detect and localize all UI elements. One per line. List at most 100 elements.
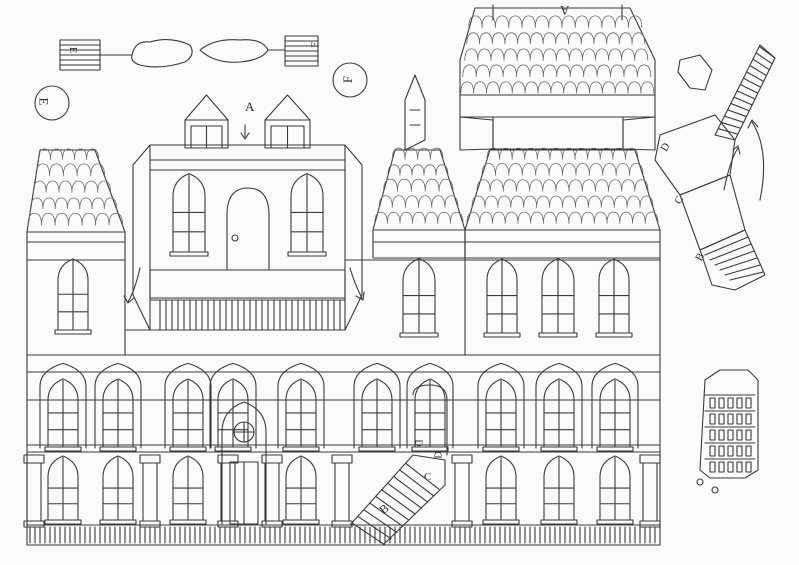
stair-step [393,476,428,503]
circle-e [34,85,70,121]
arched-window [486,258,518,334]
center-band [149,269,346,299]
label-stair-d2: D [433,451,445,459]
tower-band [26,231,126,243]
arched-window [285,378,317,448]
roof-shingles [35,163,105,177]
tower-band [372,241,466,259]
window-sill [399,332,439,338]
porch-column [26,462,42,522]
roof-shingles [460,81,655,94]
stair-step [363,509,398,534]
window-sill [482,446,520,452]
gothic-arch [477,362,525,449]
window-sill [214,446,252,452]
flap-right [344,144,363,331]
window-sill [483,332,521,338]
chimney-piece [404,74,426,151]
model-window [736,461,743,473]
window-sill [44,446,82,452]
side-piece-d [654,114,736,196]
flap-left [132,144,151,331]
roof-shingles [476,179,649,192]
stairs [349,454,446,546]
roof-shingles [32,180,111,193]
window-sill [282,519,320,525]
fold-arrow-icon [123,267,141,304]
arrow-down-icon [240,124,250,140]
model-foot [696,478,704,486]
window-sill [169,251,209,257]
column-base [23,520,45,528]
stair-step [351,522,386,546]
model-window [709,461,716,473]
band [464,241,661,259]
arched-window [217,378,249,448]
strip-rung [724,115,745,123]
strip-rung [730,103,750,112]
model-window [727,413,734,425]
column-base [639,520,661,528]
stair-step [399,469,434,496]
gothic-arch [591,362,639,449]
stair-rung [709,243,752,261]
arched-window [402,258,436,334]
stair-step [369,502,404,527]
label-stair-c: C [424,471,432,483]
arched-window [414,378,446,448]
arched-window [102,455,134,521]
arched-window [599,378,631,448]
label-circle-e: E [36,97,52,106]
arched-window [57,258,89,331]
gothic-arch [353,362,401,449]
dormer-roof [264,94,311,121]
window-sill [595,332,633,338]
label-center-a: A [245,99,255,114]
model-window [736,445,743,457]
stair-step [405,463,440,490]
arched-window [485,455,517,521]
model-window [736,429,743,441]
model-window [745,413,752,425]
model-window [745,445,752,457]
circle-f [332,62,368,98]
label-stair-d1: D [412,439,424,447]
strip-rung [746,71,765,82]
roof-shingles [481,163,644,176]
column-cap [639,454,661,464]
roof-shingles [387,164,449,176]
arched-window [172,378,204,448]
roof-panel [464,149,661,231]
roof-shingles [38,148,99,160]
column-base [139,520,161,528]
strip-rung [720,121,742,129]
roof-shingles [464,48,649,61]
window-sill [411,446,449,452]
window-sill [54,329,92,335]
window-sill [538,332,578,338]
model-window [727,461,734,473]
window-sill [44,519,82,525]
model-window [709,413,716,425]
door-knob [231,234,239,242]
gothic-arch [94,362,142,449]
roof-shingles [383,178,454,192]
gothic-arch [535,362,583,449]
porch-column [334,462,350,522]
roof-shingles [391,147,444,160]
roof-shingles [374,211,464,224]
window-sill [169,519,207,525]
porch-column [264,462,280,522]
model-window [709,445,716,457]
stair-rung [724,264,761,276]
model-window [718,461,725,473]
arched-window [290,173,324,253]
model-window [718,397,725,409]
arched-window [172,173,206,253]
model-window [718,429,725,441]
strip-rung [756,52,773,65]
column-base [261,520,283,528]
window-sill [282,446,320,452]
model-window [745,397,752,409]
arched-window [543,378,575,448]
